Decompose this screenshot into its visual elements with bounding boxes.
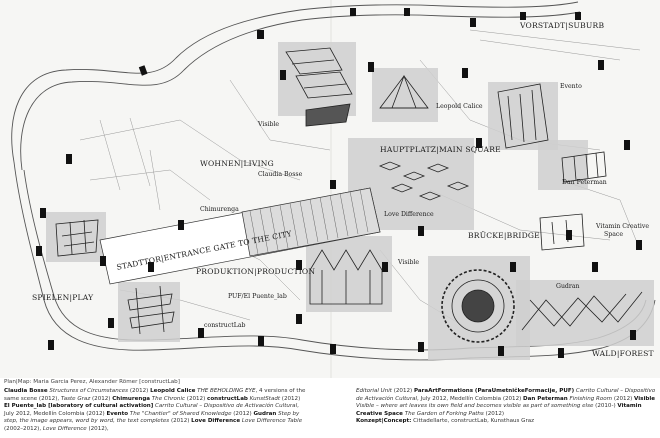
caption-run: Love Difference — [191, 418, 241, 425]
artist-label-vitamin-creative: Vitamin Creative — [596, 223, 649, 230]
caption-run: constructLab — [207, 395, 248, 402]
caption-run: Leopold Calice — [150, 388, 196, 394]
caption-run: Visible – where art leaves its own field… — [356, 403, 594, 410]
artist-label-evento: Evento — [560, 83, 582, 90]
caption-run: KunstStadt — [247, 395, 281, 402]
caption-run: (2012) — [185, 395, 208, 402]
entrance-gate — [99, 187, 381, 285]
caption-run: ParaArtFormations (ParaUmetničkeFormacij… — [413, 388, 575, 394]
zone-label-hauptplatz: HAUPTPLATZ|MAIN SQUARE — [380, 145, 501, 154]
caption-run: (2012) — [612, 395, 635, 402]
artist-label-visible-mid: Visible — [398, 259, 420, 266]
caption-run: Cittadellarte, constructLab, Kunsthaus G… — [411, 418, 535, 425]
artist-label-love-difference: Love Difference — [384, 211, 434, 218]
caption-run: Finishing Room — [567, 395, 613, 402]
artist-label-gudran: Gudran — [556, 283, 580, 290]
caption-run: (2002–2012), — [4, 425, 43, 432]
caption-run: , July 2012, Medellín Colombia (2012) — [4, 403, 299, 417]
exhibition-map — [0, 0, 660, 378]
black-markers — [36, 8, 642, 358]
zone-label-wohnen: WOHNEN|LIVING — [200, 159, 274, 168]
caption-run: Chimurenga — [112, 395, 151, 402]
caption-run: Evento — [106, 410, 129, 417]
caption-run: Vitamin Creative Space — [356, 403, 642, 417]
caption-run: (2012) — [169, 418, 192, 425]
caption-run: (2012), — [86, 425, 109, 432]
zone-label-wald: WALD|FOREST — [592, 349, 654, 358]
caption-run: Carrito Cultural – Dispositivo de Activa… — [356, 388, 656, 402]
caption-run: Dan Peterman — [523, 395, 568, 402]
artist-label-dan-peterman: Dan Peterman — [562, 179, 607, 186]
caption-run: Gudran — [253, 410, 277, 417]
artist-label-leopold-calice: Leopold Calice — [436, 103, 483, 110]
zone-label-produktion: PRODUKTION|PRODUCTION — [196, 267, 316, 276]
sketch-drawings — [55, 47, 643, 343]
caption-run: , 4 versions of the same scene (2012), — [4, 388, 306, 402]
caption-run: El Puente_lab [laboratory of cultural ac… — [4, 403, 154, 410]
caption-run: The Garden of Forking Paths — [402, 410, 484, 417]
zone-label-vorstadt: VORSTADT|SUBURB — [520, 21, 605, 30]
zone-label-bruecke: BRÜCKE|BRIDGE — [468, 231, 540, 240]
caption-right: Editorial Unit (2012) ParaArtFormations … — [356, 388, 656, 426]
caption-left: Claudia Bosse Structures of Circumstance… — [4, 388, 306, 433]
artist-label-claudia-bosse: Claudia Bosse — [258, 171, 303, 178]
caption-run: The Chronic — [150, 395, 186, 402]
caption-run: (2012) — [231, 410, 254, 417]
caption-run: Konzept|Concept: — [356, 418, 412, 425]
caption-run: (2012) — [280, 395, 301, 402]
caption-run: Love Difference Table — [240, 418, 303, 425]
caption-run: (2012) — [128, 388, 151, 394]
caption-run: Carrito Cultural – Dispositivo de Activa… — [153, 403, 298, 410]
caption-run: Love Difference — [42, 425, 87, 432]
caption-run: Editorial Unit — [356, 388, 392, 394]
caption-run: (2012) — [483, 410, 505, 417]
artist-label-constructlab: constructLab — [204, 322, 246, 329]
caption-run: Claudia Bosse — [4, 388, 48, 394]
caption-run: (2012) — [391, 388, 414, 394]
caption-run: Taste Graz — [60, 395, 91, 402]
caption-run: THE BEHOLDING EYE — [195, 388, 256, 394]
installation-boxes — [46, 42, 654, 360]
caption-run: Step by step, the image appears, word by… — [4, 410, 300, 425]
artist-label-visible-top: Visible — [258, 121, 280, 128]
caption-run: The "Chantier" of Shared Knowledge — [128, 410, 232, 417]
caption-run: Structures of Circumstances — [47, 388, 129, 394]
artist-label-chimurenga: Chimurenga — [200, 206, 239, 213]
map-credit: Plan|Map: Maria Garcia Perez, Alexander … — [4, 379, 180, 385]
artist-label-vitamin-space: Space — [604, 231, 624, 238]
caption-run: (2012) — [90, 395, 113, 402]
caption-run: Visible — [634, 395, 655, 402]
zone-label-spielen: SPIELEN|PLAY — [32, 293, 94, 302]
caption-run: , July 2012, Medellín Colombia (2012) — [417, 395, 524, 402]
caption-run: (2010-) — [593, 403, 618, 410]
artist-label-puf: PUF/El Puente_lab — [228, 293, 287, 300]
